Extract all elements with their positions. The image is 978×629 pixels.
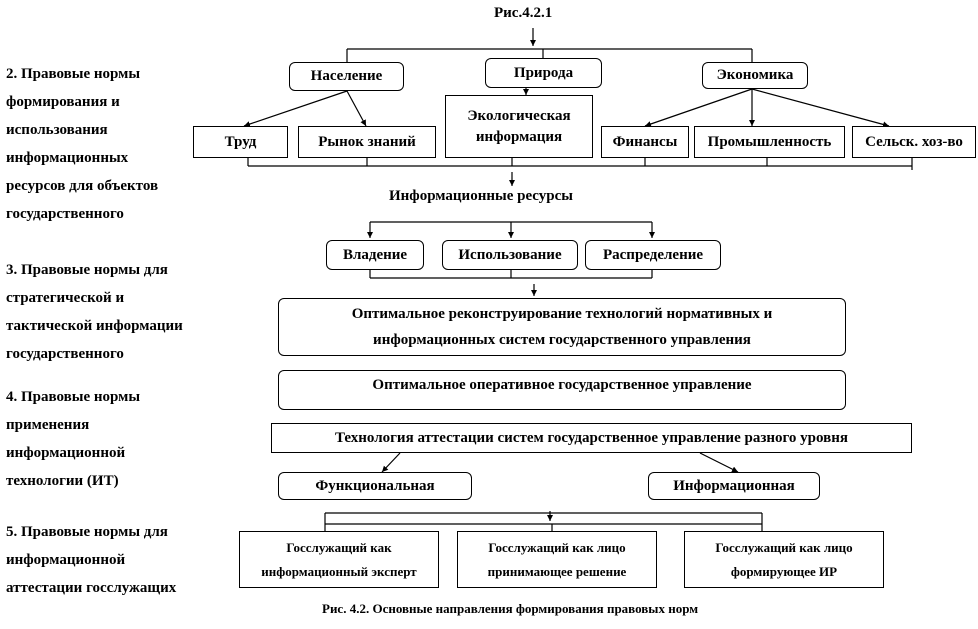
node-finance: Финансы	[601, 126, 689, 158]
node-nature: Природа	[485, 58, 602, 88]
node-informational: Информационная	[648, 472, 820, 500]
arrow-economy-agri	[751, 88, 890, 128]
node-population: Население	[289, 62, 404, 91]
arrow-attest-functional	[381, 452, 401, 473]
figure-title: Рис.4.2.1	[494, 5, 553, 21]
node-agriculture: Сельск. хоз-во	[852, 126, 976, 158]
node-attestation-tech: Технология аттестации систем государстве…	[271, 423, 912, 453]
arrow-population-market	[346, 90, 367, 127]
arrow-population-labor	[243, 90, 348, 127]
node-info-resources: Информационные ресурсы	[389, 188, 573, 204]
arrow-attest-informational	[699, 452, 739, 473]
node-labor: Труд	[193, 126, 288, 158]
node-optimal-management: Оптимальное оперативное государственное …	[278, 370, 846, 410]
arrow-economy-finance	[644, 88, 753, 127]
node-functional: Функциональная	[278, 472, 472, 500]
node-economy: Экономика	[702, 62, 808, 89]
node-knowledge-market: Рынок знаний	[298, 126, 436, 158]
node-usage: Использование	[442, 240, 578, 270]
node-distribution: Распределение	[585, 240, 721, 270]
node-ownership: Владение	[326, 240, 424, 270]
node-industry: Промышленность	[694, 126, 845, 158]
figure-caption: Рис. 4.2. Основные направления формирова…	[322, 601, 699, 616]
node-optimal-reconstruction: Оптимальное реконструирование технологий…	[278, 298, 846, 356]
